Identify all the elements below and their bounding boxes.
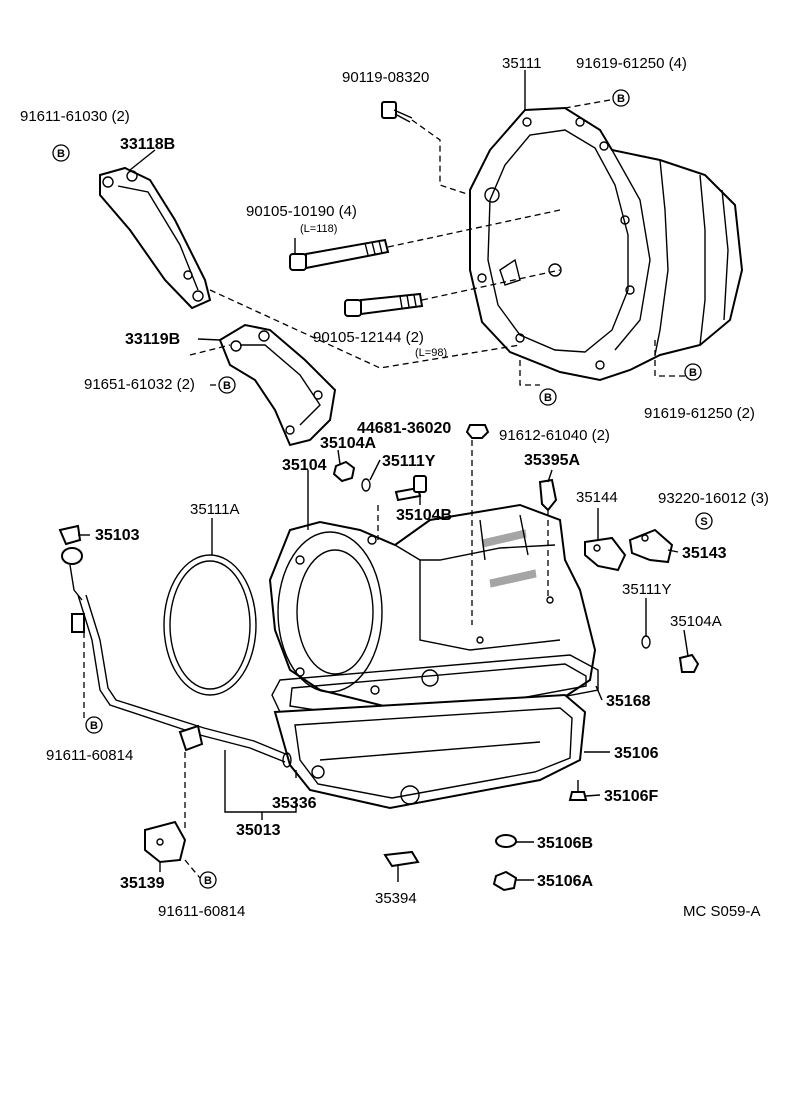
magnet-35394 [383,850,420,868]
oring-35111y-bottom [641,635,651,649]
label-90105-10190: 90105-10190 (4) [246,203,357,220]
label-91651-61032: 91651-61032 (2) [84,376,195,393]
label-91611-60814-left: 91611-60814 [46,747,133,764]
bolt-90105-12144 [344,292,424,317]
svg-text:B: B [617,93,625,105]
label-35106b: 35106B [537,835,593,852]
transmission-case-35104 [268,503,597,717]
symbol-b-91611-left: B [85,716,103,734]
label-35111y-bottom: 35111Y [622,581,672,598]
svg-text:S: S [700,516,707,528]
label-35143: 35143 [682,545,727,562]
label-35103: 35103 [95,527,140,544]
nut-35106a [492,870,518,892]
label-91611-60814-bottom: 91611-60814 [158,903,245,920]
part-labels: 90119-08320 35111 91619-61250 (4) 91611-… [20,55,769,920]
label-91619-61250-bottom: 91619-61250 (2) [644,405,755,422]
bolt-35104b [394,475,427,502]
label-35106a: 35106A [537,873,593,890]
label-35111y-top: 35111Y [382,453,436,470]
label-93220-16012: 93220-16012 (3) [658,490,769,507]
bolt-35104a-bottom [678,653,700,673]
leader-lines [78,70,689,882]
label-35104a-bottom: 35104A [670,613,722,630]
bolt-35106f [568,780,588,801]
label-35104a-top: 35104A [320,435,376,452]
label-35394: 35394 [375,890,417,907]
symbol-b-91651: B [218,376,236,394]
label-35013: 35013 [236,822,281,839]
svg-text:B: B [90,720,98,732]
svg-text:B: B [544,392,552,404]
label-91611-61030: 91611-61030 (2) [20,108,130,125]
plug-44681-36020 [465,424,490,439]
symbol-b-91611-bottom: B [199,871,217,889]
label-35111a: 35111A [190,501,240,518]
label-35106: 35106 [614,745,659,762]
label-35395a: 35395A [524,452,580,469]
washer-35106b [495,834,517,848]
sensor-35395a [538,478,558,512]
label-35168: 35168 [606,693,651,710]
label-l118: (L=118) [300,223,337,235]
bracket-33119b [218,323,337,447]
label-l98: (L=98) [415,347,447,359]
dashed-connectors [83,99,685,879]
bell-housing-35111 [469,106,744,382]
label-35144: 35144 [576,489,618,506]
label-90119-08320: 90119-08320 [342,69,429,86]
label-35106f: 35106F [604,788,658,805]
svg-text:B: B [57,148,65,160]
label-35104b: 35104B [396,507,452,524]
plate-35144 [584,536,627,572]
label-91612-61040: 91612-61040 (2) [499,427,610,444]
svg-text:B: B [223,380,231,392]
label-33119b: 33119B [125,331,180,348]
nut-35104a-top [332,460,356,483]
gasket-ring-35111a [163,554,257,696]
label-35336: 35336 [272,795,317,812]
svg-text:B: B [204,875,212,887]
label-33118b: 33118B [120,136,175,153]
label-35139: 35139 [120,875,165,892]
symbol-b-left: B [52,144,70,162]
symbol-s-93220: S [695,512,713,530]
symbol-b-top-right: B [612,89,630,107]
svg-text:B: B [689,367,697,379]
oil-pan-35106 [273,693,587,810]
symbol-b-91612: B [539,388,557,406]
bracket-35139 [144,820,187,864]
label-91619-61250-top: 91619-61250 (4) [576,55,687,72]
label-35111: 35111 [502,55,542,72]
bolt-90119-08320 [381,101,413,123]
bolt-90105-10190 [289,238,390,271]
bracket-33118b [99,166,212,310]
label-35104: 35104 [282,457,327,474]
plate-35143 [628,528,674,564]
label-90105-12144: 90105-12144 (2) [313,329,424,346]
oring-35111y-top [361,478,371,492]
symbol-b-91619-bottom: B [684,363,702,381]
filler-tube-35013 [58,524,292,768]
label-44681-36020: 44681-36020 [357,420,451,437]
footer-code: MC S059-A [683,903,761,920]
